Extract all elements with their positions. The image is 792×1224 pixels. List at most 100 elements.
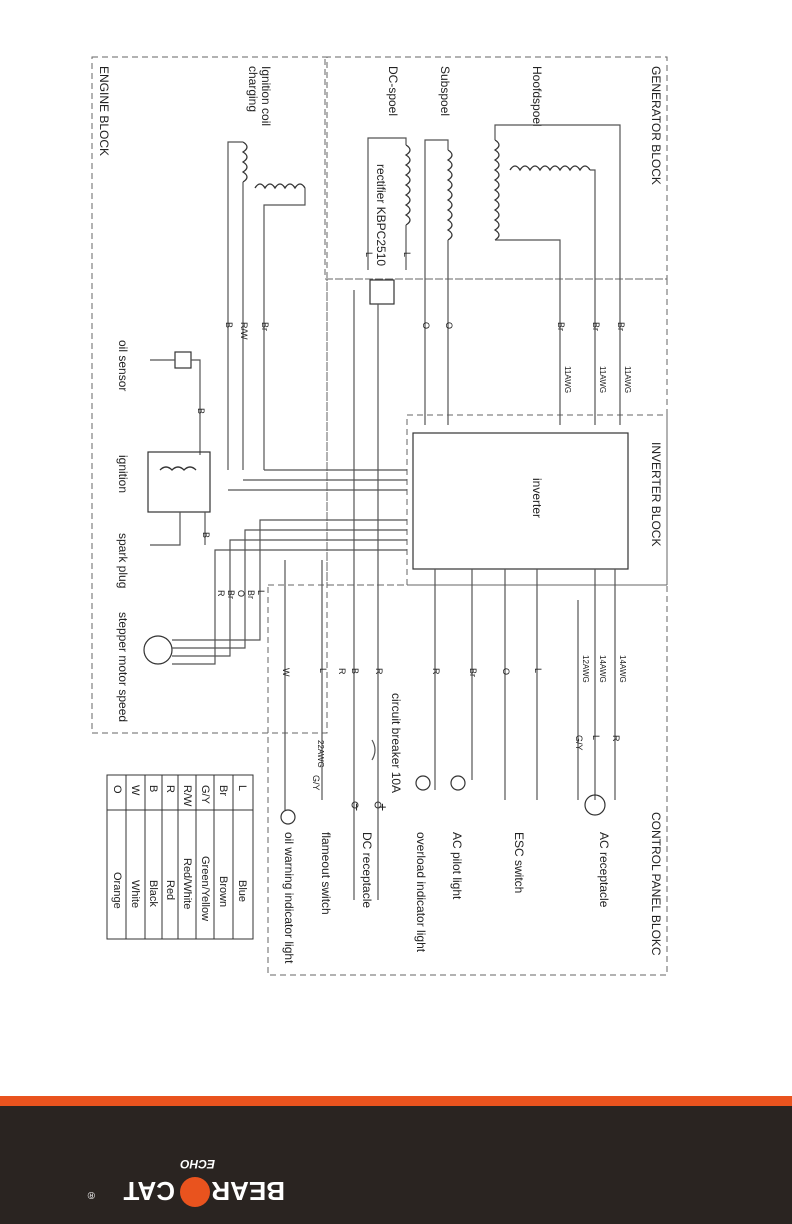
- ignition-module-coil: [159, 466, 197, 471]
- ac-pilot-light-symbol: [450, 775, 466, 791]
- step-br2-label: Br: [226, 590, 236, 599]
- cp-l2-label: L: [533, 668, 543, 673]
- inverter-box: [412, 432, 629, 570]
- oil-sensor-wire: [191, 359, 201, 455]
- dc-receptacle-minus-terminal: [351, 801, 359, 809]
- step-o-label: O: [236, 590, 246, 597]
- legend-code-4: R: [164, 785, 176, 793]
- sub-o-label-2: O: [421, 322, 431, 329]
- step-br-label: Br: [246, 590, 256, 599]
- ac-receptacle-symbol: [584, 794, 606, 816]
- logo-text-cat: CAT: [123, 1176, 175, 1206]
- hoofdspoel-wire-1: [494, 124, 621, 425]
- rectifier-body: [369, 279, 395, 305]
- gauge-14awg-b: 14AWG: [598, 655, 607, 683]
- sub-o-label-1: O: [444, 322, 454, 329]
- engine-block-title: ENGINE BLOCK: [97, 66, 111, 156]
- oil-warning-light-label: oil warning indicator light: [282, 832, 296, 964]
- legend-name-7: Orange: [111, 872, 123, 909]
- oil-sensor-body: [174, 351, 192, 369]
- circuit-breaker-label: circuit breaker 10A: [389, 693, 403, 793]
- cp-r4-label: R: [337, 668, 347, 675]
- cp-l-label: L: [591, 735, 601, 740]
- gen-br-label-3: Br: [556, 322, 566, 331]
- step-l-label: L: [256, 590, 266, 595]
- step-r-label: R: [216, 590, 226, 597]
- paw-icon: [180, 1177, 210, 1207]
- ign-b-label: B: [224, 322, 234, 328]
- ign-br-label: Br: [260, 322, 270, 331]
- stepper-wire-2: [172, 529, 407, 649]
- cp-o-label: O: [501, 668, 511, 675]
- control-panel-block-outline: [267, 584, 668, 976]
- gauge-14awg-a: 14AWG: [618, 655, 627, 683]
- dc-l-label-2: L: [364, 252, 374, 257]
- flameout-switch-label: flameout switch: [319, 832, 333, 915]
- ignition-coil-label: Ignition coil: [259, 66, 273, 126]
- subspoel-label: Subspoel: [438, 66, 452, 116]
- cp-br-label: Br: [468, 668, 478, 677]
- logo-registered-mark: ®: [87, 1189, 95, 1200]
- oil-b-label: B: [196, 408, 206, 414]
- cp-r2-label: R: [431, 668, 441, 675]
- legend-code-2: G/Y: [199, 785, 211, 805]
- dc-spoel-wire-1: [367, 137, 407, 270]
- legend-code-5: B: [147, 785, 159, 792]
- gen-br-label-1: Br: [616, 322, 626, 331]
- dc-l-label-1: L: [402, 252, 412, 257]
- dc-receptacle-plus-terminal: [374, 801, 382, 809]
- logo-text-echo: ECHO: [180, 1157, 215, 1171]
- rectifier-label: rectifier KBPC2510: [374, 164, 388, 266]
- stepper-wire-1: [172, 519, 407, 641]
- legend-code-7: O: [111, 785, 123, 794]
- legend-name-2: Green/Yellow: [199, 856, 211, 921]
- inverter-label: inverter: [530, 478, 544, 518]
- legend-code-3: R/W: [181, 785, 193, 807]
- generator-block-title: GENERATOR BLOCK: [649, 66, 663, 185]
- ignition-to-spark: [150, 512, 181, 546]
- gauge-11awg-c: 11AWG: [563, 366, 572, 393]
- dc-plus-label: +: [375, 803, 391, 811]
- cp-r3-label: R: [374, 668, 384, 675]
- legend-name-3: Red/White: [181, 858, 193, 909]
- circuit-breaker-symbol: [371, 739, 376, 761]
- inverter-block-title: INVERTER BLOCK: [649, 442, 663, 546]
- ac-receptacle-label: AC receptacle: [597, 832, 611, 908]
- oil-sensor-label: oil sensor: [116, 340, 130, 391]
- hoofdspoel-coil-a: [493, 139, 500, 241]
- gauge-12awg: 12AWG: [581, 655, 590, 683]
- ignition-label: ignition: [116, 455, 130, 493]
- hoofdspoel-wire-2: [590, 169, 596, 425]
- overload-light-symbol: [415, 775, 431, 791]
- gauge-22awg: 22AWG: [316, 740, 325, 768]
- gen-br-label-2: Br: [591, 322, 601, 331]
- spark-b-label: B: [201, 532, 211, 538]
- legend-name-6: White: [129, 880, 141, 908]
- dc-spoel-label: DC-spoel: [386, 66, 400, 116]
- engine-to-inv-bus: [228, 469, 407, 491]
- upper-panel-outline: [326, 278, 668, 586]
- ignition-coil-winding-b: [254, 183, 306, 190]
- generator-block-outline: [324, 56, 668, 280]
- cp-gy-label: G/Y: [574, 735, 584, 751]
- cp-w-label: W: [281, 668, 291, 677]
- logo-text-bear: BEAR: [211, 1176, 285, 1206]
- gauge-11awg-b: 11AWG: [598, 366, 607, 393]
- hoofdspoel-label: Hoofdspoel: [530, 66, 544, 127]
- legend-name-4: Red: [164, 880, 176, 900]
- ignition-coil-label-2: charging: [246, 66, 260, 112]
- color-legend: L Blue Br Brown G/Y Green/Yellow R/W Red…: [106, 774, 254, 940]
- spark-plug-label: spark plug: [116, 533, 130, 588]
- overload-light-label: overload indicator light: [414, 832, 428, 953]
- cp-gy2-label: G/Y: [311, 775, 321, 791]
- cp-l3-label: L: [318, 668, 328, 673]
- hoofdspoel-wire-3: [495, 239, 561, 425]
- bearcat-logo: BEAR CAT ECHO ®: [87, 1157, 285, 1207]
- esc-switch-label: ESC switch: [512, 832, 526, 893]
- footer-bar: [0, 1096, 792, 1224]
- stepper-motor-body: [143, 635, 173, 665]
- hoofdspoel-coil-b: [509, 165, 591, 172]
- dc-receptacle-label: DC receptacle: [360, 832, 374, 908]
- ign-rw-label: R/W: [239, 322, 249, 340]
